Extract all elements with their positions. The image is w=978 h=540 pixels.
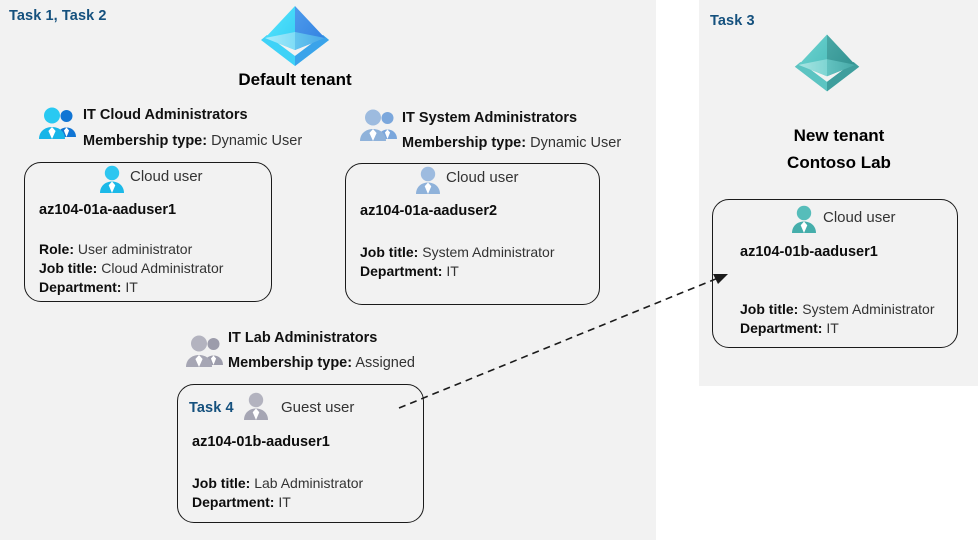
membership-value: Dynamic User <box>211 133 303 149</box>
cloud-user-icon-2 <box>416 166 440 194</box>
field-key: Department: <box>360 263 443 279</box>
field-department: Department: IT <box>740 319 935 338</box>
card-fields-2: Job title: System Administrator Departme… <box>360 243 555 281</box>
username-az104-01a-aaduser1: az104-01a-aaduser1 <box>39 202 177 218</box>
group-name-cloud-admins: IT Cloud Administrators <box>83 107 248 123</box>
group-users-icon-cloud-admins <box>39 107 76 139</box>
group-name-lab-admins: IT Lab Administrators <box>228 330 378 346</box>
azure-ad-tenant-icon-default <box>261 6 329 66</box>
membership-value: Assigned <box>355 355 415 371</box>
field-department: Department: IT <box>360 262 555 281</box>
user-type-label-4: Cloud user <box>823 209 896 226</box>
field-value: Lab Administrator <box>254 475 364 491</box>
field-value: IT <box>125 279 138 295</box>
card-fields-4: Job title: System Administrator Departme… <box>740 300 935 338</box>
field-job-title: Job title: Lab Administrator <box>192 474 363 493</box>
card-fields-1: Role: User administrator Job title: Clou… <box>39 240 223 297</box>
membership-key: Membership type: <box>228 355 353 371</box>
field-key: Job title: <box>39 260 98 276</box>
membership-key: Membership type: <box>402 135 527 151</box>
field-role: Role: User administrator <box>39 240 223 259</box>
field-key: Job title: <box>740 301 799 317</box>
group-users-icon-lab-admins <box>186 335 223 367</box>
group-membership-lab-admins: Membership type: Assigned <box>228 355 415 371</box>
task-label-4: Task 4 <box>189 400 234 416</box>
user-card-az104-01b-aaduser1-guest[interactable] <box>177 384 424 523</box>
field-value: IT <box>278 494 291 510</box>
user-type-label-3: Guest user <box>281 399 355 416</box>
field-key: Department: <box>39 279 122 295</box>
group-membership-cloud-admins: Membership type: Dynamic User <box>83 133 302 149</box>
field-value: System Administrator <box>802 301 935 317</box>
user-card-az104-01a-aaduser1[interactable] <box>24 162 272 302</box>
field-value: IT <box>446 263 459 279</box>
azure-ad-tenant-icon-new <box>794 34 860 92</box>
group-membership-system-admins: Membership type: Dynamic User <box>402 135 621 151</box>
new-tenant-title-line1: New tenant <box>793 126 885 145</box>
card-fields-3: Job title: Lab Administrator Department:… <box>192 474 363 512</box>
default-tenant-panel <box>0 0 656 540</box>
cloud-user-icon-1 <box>100 165 124 193</box>
default-tenant-title: Default tenant <box>238 70 352 89</box>
membership-value: Dynamic User <box>530 135 622 151</box>
field-key: Job title: <box>192 475 251 491</box>
field-value: User administrator <box>77 241 193 257</box>
username-az104-01a-aaduser2: az104-01a-aaduser2 <box>360 203 498 219</box>
field-value: System Administrator <box>422 244 555 260</box>
field-value: Cloud Administrator <box>101 260 224 276</box>
field-job-title: Job title: Cloud Administrator <box>39 259 223 278</box>
user-card-az104-01b-aaduser1-cloud[interactable] <box>712 199 958 348</box>
username-az104-01b-aaduser1-guest: az104-01b-aaduser1 <box>192 434 330 450</box>
field-key: Department: <box>192 494 275 510</box>
username-az104-01b-aaduser1-cloud: az104-01b-aaduser1 <box>740 244 878 260</box>
user-type-label-1: Cloud user <box>130 168 203 185</box>
cloud-user-icon-4 <box>792 205 816 233</box>
field-job-title: Job title: System Administrator <box>360 243 555 262</box>
membership-key: Membership type: <box>83 133 208 149</box>
field-job-title: Job title: System Administrator <box>740 300 935 319</box>
guest-user-icon <box>244 392 268 420</box>
field-value: IT <box>826 320 839 336</box>
group-name-system-admins: IT System Administrators <box>402 110 578 126</box>
new-tenant-title-line2: Contoso Lab <box>787 153 891 172</box>
field-key: Department: <box>740 320 823 336</box>
field-department: Department: IT <box>39 278 223 297</box>
user-type-label-2: Cloud user <box>446 169 519 186</box>
task-label-1-2: Task 1, Task 2 <box>9 8 107 24</box>
field-department: Department: IT <box>192 493 363 512</box>
task-label-3: Task 3 <box>710 13 755 29</box>
group-users-icon-system-admins <box>360 109 397 141</box>
field-key: Job title: <box>360 244 419 260</box>
field-key: Role: <box>39 241 74 257</box>
